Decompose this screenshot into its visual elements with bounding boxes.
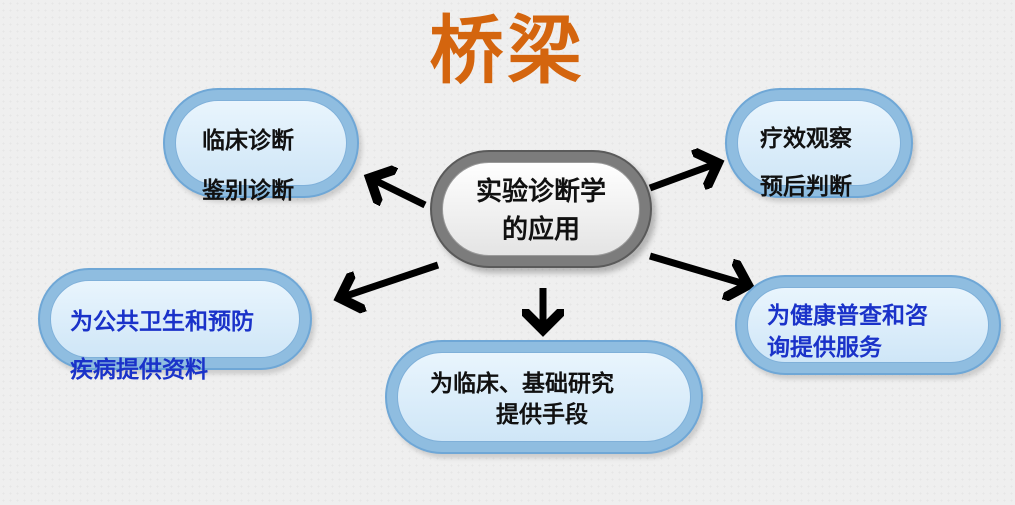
node-mid-left-inner — [50, 280, 300, 358]
node-top-left — [163, 88, 359, 198]
node-top-left-line-1: 临床诊断 — [202, 128, 294, 154]
node-mid-left — [38, 268, 312, 370]
node-top-left-line-2: 鉴别诊断 — [202, 178, 294, 204]
arrow-to-top-left — [370, 178, 427, 209]
node-top-right-inner — [737, 100, 901, 186]
node-top-right-line-1: 疗效观察 — [760, 126, 852, 152]
node-bottom-inner — [397, 352, 691, 442]
center-node-inner — [442, 162, 640, 256]
node-bottom — [385, 340, 703, 454]
node-mid-right-line-1: 为健康普查和咨 — [767, 303, 928, 329]
arrow-to-mid-right — [649, 252, 748, 285]
node-top-right — [725, 88, 913, 198]
node-mid-left-line-1: 为公共卫生和预防 — [70, 309, 254, 335]
node-mid-left-line-2: 疾病提供资料 — [70, 357, 208, 383]
center-line-1: 实验诊断学 — [475, 177, 606, 207]
center-line-2: 的应用 — [501, 215, 580, 245]
arrow-to-mid-left — [340, 261, 440, 298]
node-top-left-inner — [175, 100, 347, 186]
node-bottom-line-1: 为临床、基础研究 — [430, 371, 614, 397]
node-mid-right-inner — [747, 287, 989, 363]
diagram-title: 桥梁 — [429, 8, 586, 94]
node-bottom-line-2: 提供手段 — [496, 402, 588, 428]
node-top-right-line-2: 预后判断 — [760, 174, 852, 200]
arrow-to-top-right — [648, 163, 718, 192]
node-mid-right — [735, 275, 1001, 375]
center-node — [430, 150, 652, 268]
node-mid-right-line-2: 询提供服务 — [767, 335, 882, 361]
